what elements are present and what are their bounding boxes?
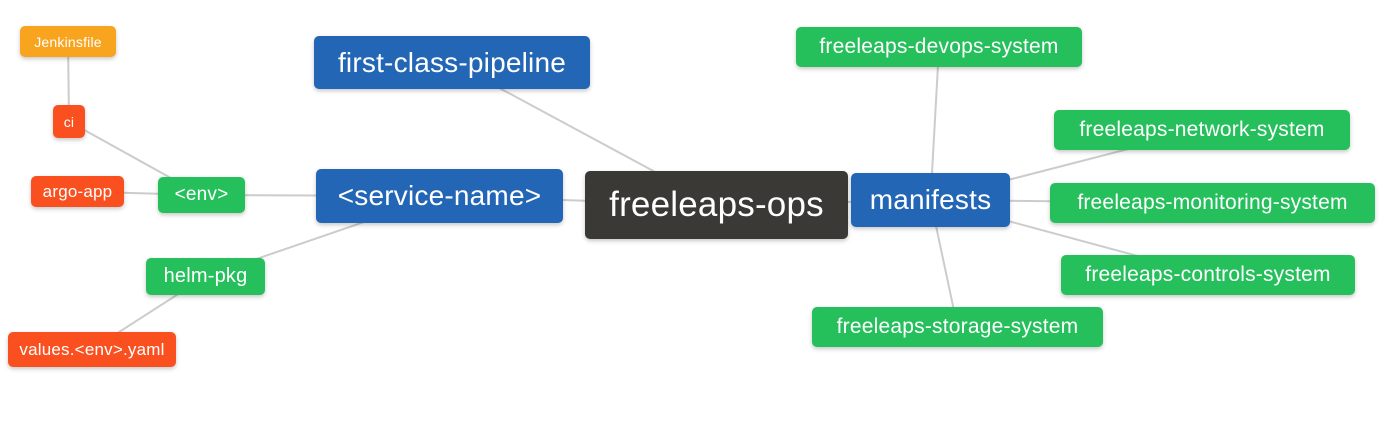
node-first-class-pipeline[interactable]: first-class-pipeline xyxy=(314,36,590,89)
node-service-name[interactable]: <service-name> xyxy=(316,169,563,223)
node-freeleaps-controls-system[interactable]: freeleaps-controls-system xyxy=(1061,255,1355,295)
node-jenkinsfile[interactable]: Jenkinsfile xyxy=(20,26,116,57)
node-values-env-yaml[interactable]: values.<env>.yaml xyxy=(8,332,176,367)
node-freeleaps-monitoring-system[interactable]: freeleaps-monitoring-system xyxy=(1050,183,1375,223)
node-freeleaps-devops-system[interactable]: freeleaps-devops-system xyxy=(796,27,1082,67)
node-env[interactable]: <env> xyxy=(158,177,245,213)
node-freeleaps-ops[interactable]: freeleaps-ops xyxy=(585,171,848,239)
node-manifests[interactable]: manifests xyxy=(851,173,1010,227)
node-freeleaps-network-system[interactable]: freeleaps-network-system xyxy=(1054,110,1350,150)
node-freeleaps-storage-system[interactable]: freeleaps-storage-system xyxy=(812,307,1103,347)
node-argo-app[interactable]: argo-app xyxy=(31,176,124,207)
node-ci[interactable]: ci xyxy=(53,105,85,138)
node-helm-pkg[interactable]: helm-pkg xyxy=(146,258,265,295)
